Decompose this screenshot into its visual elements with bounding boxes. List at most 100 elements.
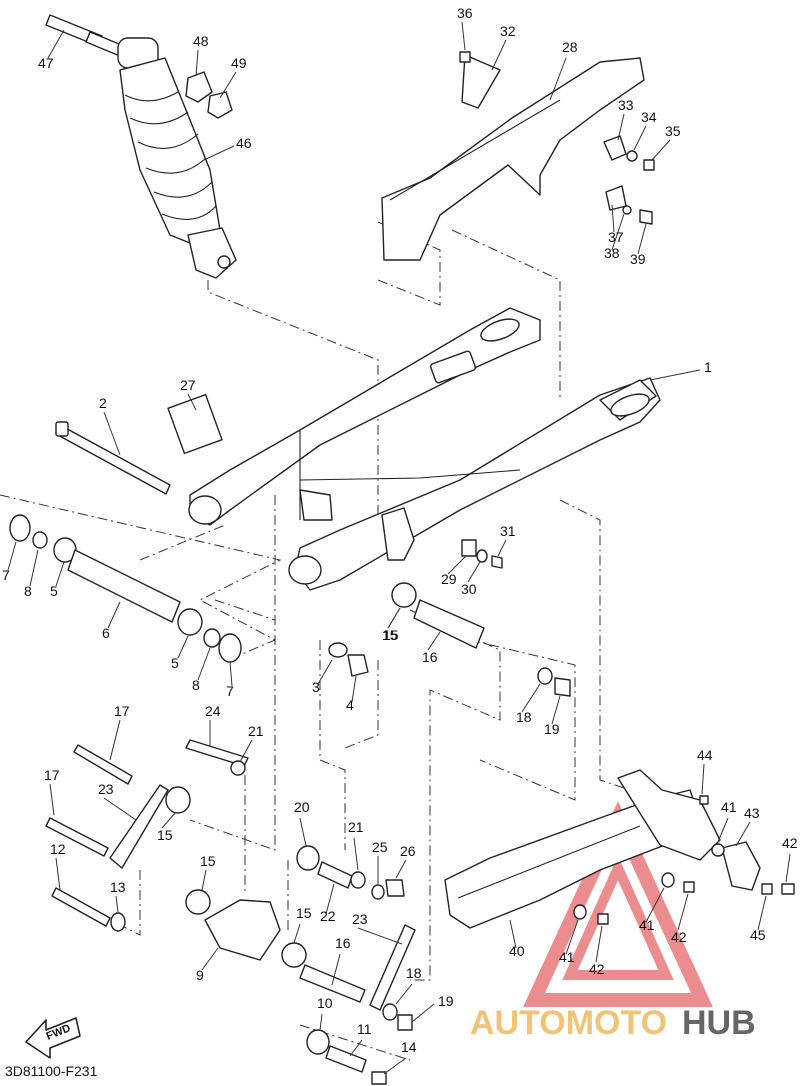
callout-label-25: 25 [372, 839, 388, 855]
leader-line-15 [201, 869, 207, 891]
callout-label-49: 49 [231, 55, 247, 71]
callout-label-41: 41 [559, 949, 575, 965]
callout-label-38: 38 [604, 245, 620, 261]
callout-label-17: 17 [44, 767, 60, 783]
callout-label-21: 21 [248, 723, 264, 739]
callout-label-9: 9 [196, 967, 204, 983]
leader-line-29 [447, 555, 467, 575]
leader-line-35 [651, 139, 671, 161]
callout-label-37: 37 [608, 229, 624, 245]
callout-label-31: 31 [500, 523, 516, 539]
callout-label-17: 17 [114, 703, 130, 719]
callout-label-32: 32 [500, 23, 516, 39]
callout-label-39: 39 [630, 251, 646, 267]
leader-line-30 [467, 561, 481, 583]
leader-line-15 [161, 811, 177, 829]
callout-label-8: 8 [192, 677, 200, 693]
leader-line-45 [757, 895, 767, 931]
right-bushings [391, 539, 571, 697]
rear-shock-absorber [45, 14, 237, 279]
leader-line-17 [49, 783, 55, 816]
callout-label-18: 18 [516, 709, 532, 725]
leader-line-1 [649, 369, 701, 381]
leader-line-11 [349, 1039, 363, 1057]
leader-line-40 [509, 919, 517, 949]
watermark-text-automoto: AUTOMOTO [470, 1004, 667, 1042]
leader-line-7 [229, 661, 233, 687]
leader-line-10 [319, 1013, 323, 1031]
callout-label-4: 4 [346, 697, 354, 713]
leader-line-16 [331, 953, 341, 986]
leader-line-27 [187, 393, 197, 411]
callout-label-12: 12 [50, 841, 66, 857]
callout-label-15: 15 [157, 827, 173, 843]
callout-label-11: 11 [357, 1021, 372, 1037]
leader-line-48 [195, 49, 199, 77]
leader-line-47 [47, 29, 65, 59]
callout-label-41: 41 [639, 917, 655, 933]
leader-line-15 [387, 607, 401, 629]
callout-label-19: 19 [544, 721, 560, 737]
callout-label-23: 23 [98, 781, 114, 797]
leader-line-21 [353, 837, 359, 871]
callout-label-35: 35 [665, 123, 681, 139]
pivot-assembly [9, 421, 369, 677]
leader-line-3 [317, 659, 333, 685]
callout-label-20: 20 [294, 799, 310, 815]
leader-line-8 [197, 647, 211, 681]
leader-line-26 [395, 859, 407, 879]
callout-label-36: 36 [457, 5, 473, 21]
leader-line-28 [549, 57, 567, 101]
leader-line-42 [595, 925, 603, 963]
leader-line-23 [103, 797, 137, 821]
rear-linkage [45, 739, 416, 1085]
callout-label-43: 43 [744, 805, 760, 821]
leader-line-49 [219, 71, 237, 99]
leader-line-12 [55, 857, 61, 891]
callout-label-46: 46 [236, 135, 252, 151]
assembly-lines [0, 221, 631, 1061]
callout-label-42: 42 [671, 929, 687, 945]
callout-label-34: 34 [641, 109, 657, 125]
leader-line-43 [735, 821, 751, 847]
callout-label-22: 22 [320, 908, 336, 924]
watermark-triangle-inner [562, 855, 674, 980]
leader-line-9 [201, 947, 219, 971]
callout-label-8: 8 [24, 583, 32, 599]
callout-label-15: 15 [383, 627, 399, 643]
callout-label-15: 15 [200, 853, 216, 869]
leader-line-46 [203, 145, 235, 161]
leader-line-5 [177, 635, 189, 659]
callout-label-33: 33 [618, 97, 634, 113]
callout-label-14: 14 [401, 1039, 417, 1055]
callout-label-30: 30 [461, 581, 477, 597]
leader-line-21 [239, 739, 253, 763]
leader-line-14 [383, 1057, 407, 1075]
callout-label-42: 42 [782, 835, 798, 851]
leader-line-33 [617, 113, 625, 141]
leader-line-18 [395, 983, 413, 1005]
leader-line-20 [299, 817, 307, 847]
leader-line-8 [29, 549, 39, 587]
callout-label-44: 44 [697, 747, 713, 763]
callout-label-15: 15 [382, 627, 398, 643]
callout-label-3: 3 [312, 679, 320, 695]
callout-labels: 1234556778891011121314151515151516161717… [2, 5, 798, 1055]
leader-line-4 [351, 675, 357, 703]
callout-label-2: 2 [99, 395, 107, 411]
callout-label-26: 26 [400, 843, 416, 859]
leader-line-32 [491, 39, 507, 71]
callout-label-5: 5 [50, 583, 58, 599]
diagram-code: 3D81100-F231 [5, 1063, 98, 1079]
callout-label-15: 15 [296, 905, 312, 921]
callout-label-10: 10 [317, 995, 333, 1011]
callout-label-7: 7 [226, 683, 234, 699]
callout-label-1: 1 [704, 359, 712, 375]
leader-line-15 [293, 923, 301, 944]
callout-label-24: 24 [205, 703, 221, 719]
leader-line-31 [497, 539, 507, 557]
leader-line-42 [677, 893, 689, 931]
callout-label-13: 13 [110, 879, 126, 895]
leader-line-42 [785, 853, 791, 883]
leader-line-36 [461, 21, 466, 51]
